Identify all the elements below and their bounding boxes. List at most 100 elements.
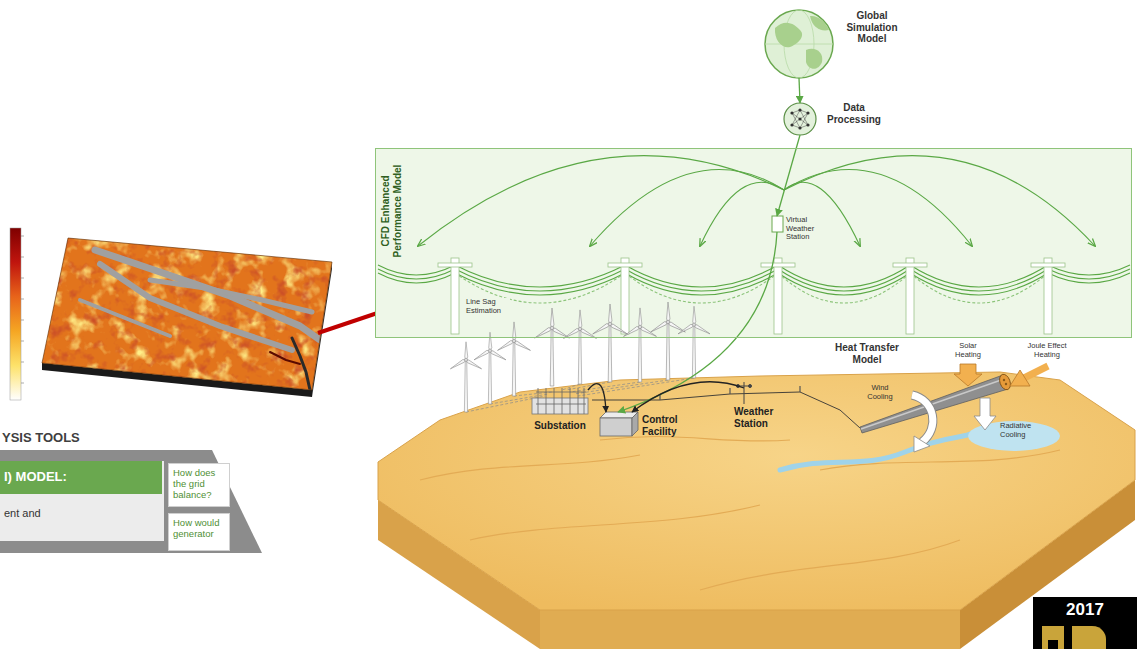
award-year: 2017 [1033, 600, 1137, 620]
terrain-map [80, 250, 320, 390]
data-processing-network [790, 111, 793, 114]
sensor-arcs [784, 156, 1095, 246]
sensor-arcs [700, 182, 784, 246]
award-badge-art [1033, 597, 1137, 649]
heat-arrow [954, 364, 982, 386]
control-facility-icon [600, 412, 638, 418]
virtual-station-box [772, 216, 783, 232]
award-badge: 2017 [1033, 597, 1139, 649]
node-title: Data Processing [822, 102, 886, 125]
annotation: Line Sag Estimation [466, 298, 510, 315]
transmission-wires [625, 265, 778, 295]
model-panel-ground [375, 148, 1132, 338]
award-badge-art [1033, 597, 1137, 649]
transmission-tower [1044, 258, 1052, 334]
data-processing-network [798, 126, 801, 129]
weather-station-mast [737, 382, 752, 404]
connector [618, 232, 777, 412]
cooling-arrow [912, 395, 933, 442]
question-box: How would generator [168, 513, 230, 551]
landscape-ground [540, 610, 960, 649]
transmission-wires [910, 265, 1048, 295]
heat-arrow [1010, 370, 1030, 386]
ground-power-line [660, 386, 800, 400]
transmission-wires [378, 265, 455, 283]
sensor-arcs [590, 170, 784, 246]
color-scale [21, 236, 24, 383]
cooling-label: Wind Cooling [862, 384, 898, 401]
station-label: Virtual Weather Station [786, 216, 822, 242]
transmission-wires [1048, 265, 1130, 283]
transmission-tower [438, 263, 472, 267]
heat-label: Solar Heating [946, 342, 990, 359]
model-box: I) MODEL:ent and [0, 461, 164, 541]
cooling-arrow [912, 395, 933, 442]
analysis-tools-panel [0, 450, 262, 553]
award-badge-art [1072, 626, 1106, 649]
transmission-tower [608, 263, 642, 267]
site-label: Weather Station [734, 406, 790, 429]
river-and-lake [780, 432, 975, 470]
color-scale [10, 228, 21, 400]
cooling-label: Radiative Cooling [1000, 422, 1046, 439]
connector [632, 382, 744, 412]
substation-icon [532, 398, 588, 414]
data-processing-network [792, 110, 808, 128]
data-processing-network [798, 108, 801, 111]
terrain-map [100, 264, 292, 350]
data-processing-network [790, 123, 793, 126]
globe-node: Global Simulation Model [763, 6, 905, 80]
transmission-wires [455, 273, 1048, 303]
wind-turbine [450, 302, 711, 412]
wind-turbine [497, 322, 532, 396]
data-processing-network [784, 103, 816, 135]
landscape-ground [420, 436, 1060, 590]
terrain-map [80, 300, 170, 336]
transmission-tower [1031, 263, 1065, 267]
color-scale [10, 228, 24, 400]
question-text: How would generator [173, 518, 228, 540]
transmission-tower [906, 258, 914, 334]
global-model-globe [775, 23, 802, 48]
weather-station-node: Weather Station [734, 380, 792, 432]
model-text: I) MODEL: [0, 461, 162, 494]
analysis-tools-panel [0, 450, 262, 553]
terrain-map [40, 236, 335, 394]
transmission-tower [893, 263, 927, 267]
transmission-tower [451, 258, 459, 334]
wind-turbine [450, 342, 483, 412]
connector [588, 384, 606, 412]
data-processing-network [798, 117, 801, 120]
global-model-globe [765, 44, 833, 45]
terrain-map [42, 238, 332, 390]
question-box: How does the grid balance? [168, 463, 230, 507]
model-panel-ground [375, 148, 1132, 338]
wind-turbine [650, 302, 686, 380]
model-heading: Heat Transfer Model [832, 342, 902, 365]
site-label: Control Facility [642, 414, 698, 437]
substation-icon [532, 388, 588, 414]
terrain-map [270, 352, 300, 364]
control-facility-node: Control Facility [600, 410, 700, 442]
heat-arrow [954, 364, 1048, 386]
cooling-arrow [912, 395, 996, 452]
terrain-map [150, 280, 312, 312]
substation-node: Substation [526, 384, 596, 435]
wind-turbine [473, 332, 506, 404]
transmission-tower [621, 258, 629, 334]
weather-station-mast [749, 385, 752, 388]
transmission-wires [455, 265, 625, 295]
cooling-arrow [914, 436, 930, 452]
river-and-lake [780, 421, 1060, 470]
weather-station-mast [744, 382, 745, 404]
panel-title: CFD Enhanced Performance Model [380, 161, 403, 261]
wind-turbine [623, 308, 658, 382]
sensor-arcs [784, 182, 860, 246]
transmission-wires [778, 265, 910, 295]
global-model-globe [806, 49, 822, 69]
wind-turbine [592, 304, 628, 382]
